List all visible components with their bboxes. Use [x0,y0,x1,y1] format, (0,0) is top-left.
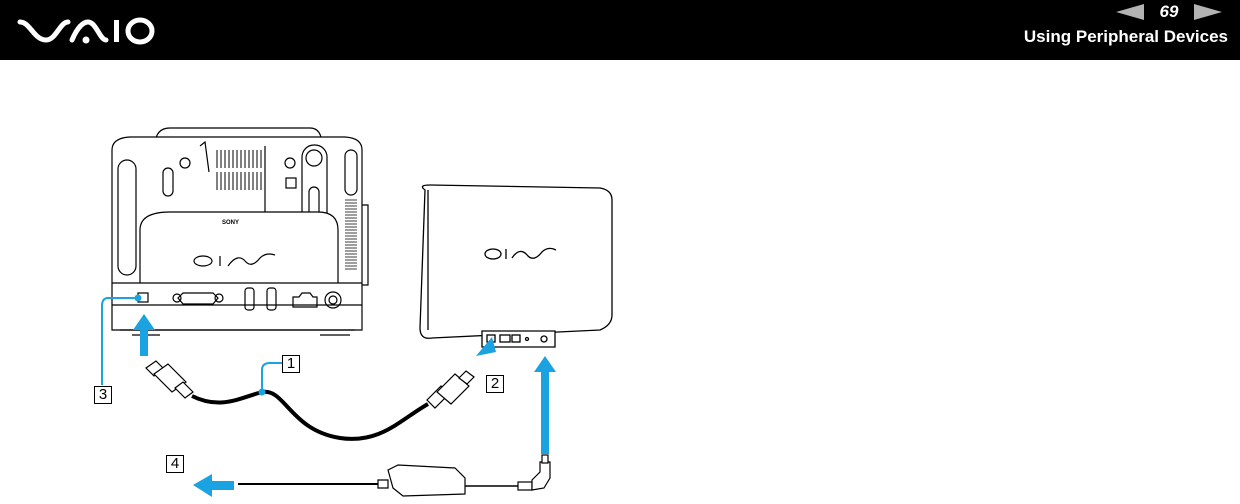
page-navigation: 69 [1116,1,1222,23]
section-title: Using Peripheral Devices [1023,27,1228,46]
connection-diagram: SONY [0,60,1240,499]
callout-2: 2 [486,375,504,393]
page-header: 69 Using Peripheral Devices [0,0,1240,60]
ac-adapter [238,454,551,497]
callout-4: 4 [166,455,184,473]
page-number: 69 [1159,2,1179,21]
ilink-cable [145,360,475,441]
callout-1: 1 [282,355,300,373]
arrow-right-icon[interactable] [1194,4,1222,20]
external-optical-drive [419,184,613,348]
diagram-illustration: SONY [101,127,613,497]
callout-leaders [101,294,282,396]
computer-rear-view: SONY [111,127,369,336]
arrow-icons [133,314,556,497]
vaio-logo [17,17,155,45]
arrow-left-icon[interactable] [1116,4,1144,20]
svg-text:SONY: SONY [222,220,239,226]
callout-3: 3 [94,386,112,404]
